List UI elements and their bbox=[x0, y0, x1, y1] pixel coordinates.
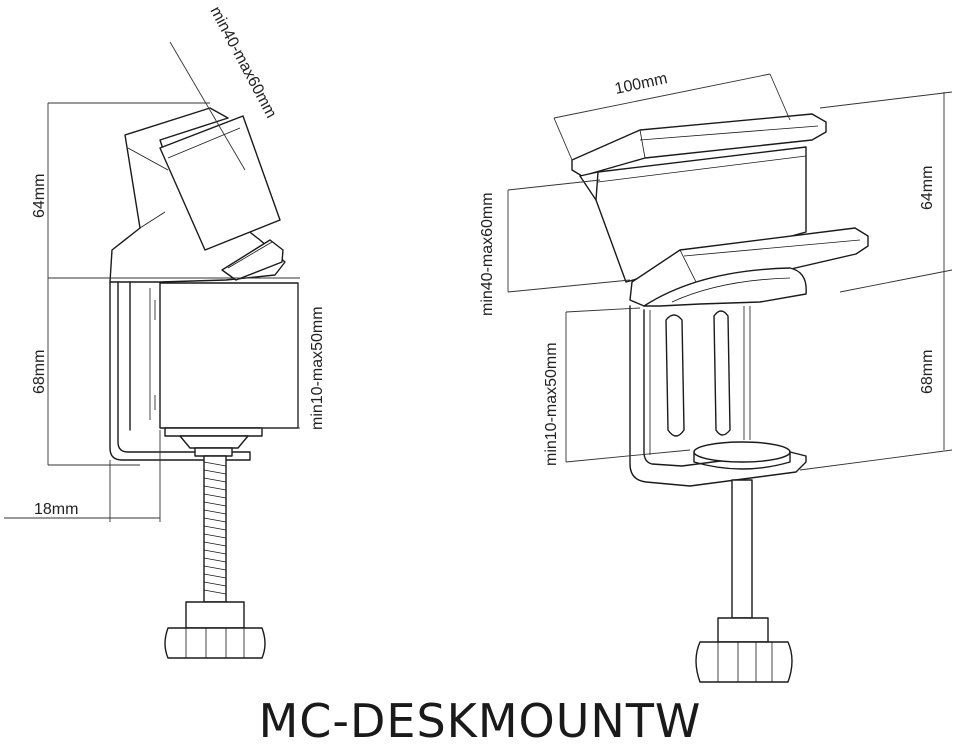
side-view-clamp bbox=[109, 107, 299, 659]
model-title: MC-DESKMOUNTW bbox=[258, 694, 702, 748]
side-label-clamp-upper: min40-max60mm bbox=[206, 4, 279, 121]
persp-pressure-disk bbox=[693, 441, 791, 463]
side-desk-block bbox=[159, 282, 299, 429]
persp-top-plate bbox=[571, 113, 827, 177]
persp-rod bbox=[731, 479, 753, 619]
persp-label-width: 100mm bbox=[613, 70, 669, 98]
persp-label-lower-height: 68mm bbox=[919, 350, 936, 394]
perspective-dimension-lines bbox=[507, 73, 953, 471]
persp-knob bbox=[717, 617, 769, 643]
persp-label-clamp-lower: min10-max50mm bbox=[543, 342, 560, 466]
persp-slot-right bbox=[713, 310, 731, 436]
persp-c-bracket bbox=[629, 305, 807, 487]
side-clamp-block bbox=[159, 115, 281, 251]
side-label-lower-height: 68mm bbox=[31, 350, 48, 394]
side-label-upper-height: 64mm bbox=[31, 174, 48, 218]
side-label-clamp-lower: min10-max50mm bbox=[309, 306, 326, 430]
side-dimension-lines bbox=[4, 41, 300, 522]
side-knob bbox=[185, 601, 245, 629]
side-label-depth: 18mm bbox=[34, 501, 78, 518]
persp-label-upper-height: 64mm bbox=[919, 166, 936, 210]
persp-slot-left bbox=[665, 314, 685, 437]
persp-label-clamp-upper: min40-max60mm bbox=[479, 192, 496, 316]
side-pressure-plate bbox=[164, 427, 263, 437]
perspective-clamp bbox=[571, 113, 869, 683]
side-c-bracket bbox=[109, 281, 251, 461]
